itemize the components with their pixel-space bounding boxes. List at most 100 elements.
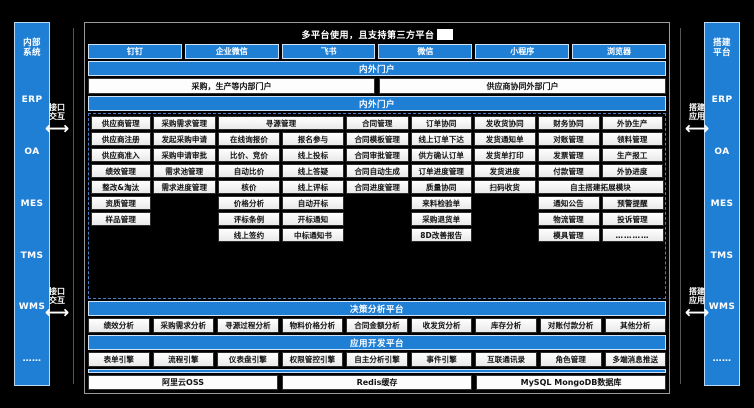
infra-database[interactable]: MySQL MongoDB数据库 (476, 375, 666, 390)
platform-feishu[interactable]: 飞书 (281, 44, 376, 59)
portal-external[interactable]: 供应商协同外部门户 (379, 78, 666, 94)
matrix-item[interactable]: 价格分析 (218, 196, 280, 210)
left-rail-item-wms[interactable]: WMS (18, 302, 46, 313)
matrix-item[interactable]: 生产报工 (601, 148, 663, 162)
matrix-item[interactable]: 报名参与 (282, 132, 344, 146)
platform-dingtalk[interactable]: 钉钉 (88, 44, 182, 59)
matrix-head-finance[interactable]: 财务协同 (537, 116, 600, 130)
matrix-item[interactable]: 绩效管理 (91, 164, 151, 178)
matrix-item[interactable]: 付款管理 (537, 164, 600, 178)
right-rail-item-mes[interactable]: MES (710, 198, 734, 209)
decision-section: 决策分析平台 绩效分析 采购需求分析 寻源过程分析 物料价格分析 合同金额分析 … (88, 301, 667, 333)
matrix-item[interactable]: 合同自动生成 (346, 164, 409, 178)
matrix-item[interactable]: 采购退货单 (410, 212, 472, 226)
decision-item[interactable]: 采购需求分析 (152, 318, 215, 333)
decision-item[interactable]: 寻源过程分析 (217, 318, 279, 333)
matrix-item[interactable]: 投诉管理 (601, 212, 664, 226)
matrix-item[interactable]: 合同模板管理 (346, 132, 409, 146)
matrix-item[interactable]: 供方确认订单 (410, 148, 472, 162)
decision-item[interactable]: 库存分析 (475, 318, 537, 333)
matrix-item[interactable]: 通知公告 (537, 196, 600, 210)
matrix-item[interactable]: 样品管理 (91, 212, 151, 226)
decision-item[interactable]: 绩效分析 (88, 318, 150, 333)
matrix-head-order[interactable]: 订单协同 (410, 116, 472, 130)
matrix-item[interactable]: 预警提醒 (601, 196, 664, 210)
platform-miniprogram[interactable]: 小程序 (475, 44, 570, 59)
matrix-item[interactable]: 在线询报价 (218, 132, 280, 146)
matrix-item[interactable]: 线上投标 (282, 148, 344, 162)
matrix-item[interactable]: 供应商准入 (91, 148, 151, 162)
infra-oss[interactable]: 阿里云OSS (88, 375, 278, 390)
matrix-item[interactable]: 发货进度 (474, 164, 536, 178)
matrix-item[interactable]: 采购申请审批 (152, 148, 216, 162)
matrix-item[interactable]: 订单进度管理 (410, 164, 472, 178)
right-rail-item-wms[interactable]: WMS (708, 302, 736, 313)
matrix-item[interactable]: 整改&淘汰 (91, 180, 151, 194)
platform-browser[interactable]: 浏览器 (572, 44, 666, 59)
matrix-head-contract[interactable]: 合同管理 (346, 116, 409, 130)
matrix-item[interactable]: 来料检验单 (410, 196, 472, 210)
decision-item[interactable]: 对账付款分析 (539, 318, 602, 333)
matrix-item[interactable]: 需求池管理 (152, 164, 216, 178)
connector-left-top: 接口交互 ⟷ (40, 103, 74, 137)
matrix-item[interactable]: 合同进度管理 (346, 180, 409, 194)
matrix-item[interactable]: 线上签约 (218, 228, 280, 242)
matrix-extend-head[interactable]: 自主搭建拓展模块 (537, 180, 664, 194)
matrix-item[interactable]: 质量协同 (410, 180, 472, 194)
matrix-item[interactable]: 线上订单下达 (410, 132, 472, 146)
matrix-head-supplier[interactable]: 供应商管理 (91, 116, 151, 130)
appdev-item[interactable]: 多端消息推送 (604, 352, 667, 367)
left-rail-item-oa[interactable]: OA (24, 147, 40, 158)
left-rail-item-tms[interactable]: TMS (20, 250, 44, 261)
matrix-item[interactable]: 需求进度管理 (152, 180, 216, 194)
matrix-item[interactable]: 自动比价 (218, 164, 280, 178)
portal-internal[interactable]: 采购，生产等内部门户 (88, 78, 375, 94)
matrix-item[interactable]: 扫码收货 (474, 180, 536, 194)
appdev-item[interactable]: 互联通讯录 (475, 352, 537, 367)
infra-redis[interactable]: Redis缓存 (282, 375, 472, 390)
platform-wechat[interactable]: 微信 (378, 44, 473, 59)
matrix-item[interactable]: 8D改善报告 (410, 228, 472, 242)
matrix-item[interactable]: 供应商注册 (91, 132, 151, 146)
matrix-item[interactable]: 核价 (218, 180, 280, 194)
matrix-item[interactable]: 评标条例 (218, 212, 280, 226)
decision-item[interactable]: 收发货分析 (410, 318, 473, 333)
appdev-item[interactable]: 流程引擎 (152, 352, 215, 367)
matrix-head-outsourcing[interactable]: 外协生产 (601, 116, 663, 130)
left-rail-item-erp[interactable]: ERP (21, 95, 43, 106)
platform-wecom[interactable]: 企业微信 (184, 44, 279, 59)
appdev-item[interactable]: 事件引擎 (410, 352, 473, 367)
matrix-item[interactable]: 模具管理 (537, 228, 600, 242)
right-rail-item-tms[interactable]: TMS (710, 250, 734, 261)
matrix-item[interactable]: 资质管理 (91, 196, 151, 210)
matrix-item[interactable]: 线上答疑 (282, 164, 344, 178)
decision-item[interactable]: 其他分析 (604, 318, 667, 333)
matrix-item[interactable]: 发票管理 (537, 148, 600, 162)
appdev-item[interactable]: 仪表盘引擎 (217, 352, 279, 367)
matrix-item[interactable]: 比价、竞价 (218, 148, 280, 162)
matrix-item[interactable]: 自动开标 (282, 196, 344, 210)
left-rail-item-mes[interactable]: MES (20, 198, 44, 209)
appdev-item[interactable]: 自主分析引擎 (346, 352, 408, 367)
matrix-item[interactable]: 发货通知单 (474, 132, 536, 146)
decision-item[interactable]: 物料价格分析 (281, 318, 344, 333)
matrix-item[interactable]: 开标通知 (282, 212, 344, 226)
matrix-item[interactable]: 发货单打印 (474, 148, 536, 162)
matrix-item[interactable]: 合同审批管理 (346, 148, 409, 162)
decision-item[interactable]: 合同金额分析 (346, 318, 408, 333)
appdev-item[interactable]: 权限管控引擎 (281, 352, 344, 367)
right-rail-item-erp[interactable]: ERP (711, 95, 733, 106)
appdev-item[interactable]: 角色管理 (539, 352, 602, 367)
matrix-head-sourcing[interactable]: 寻源管理 (218, 116, 344, 130)
matrix-item[interactable]: 发起采购申请 (152, 132, 216, 146)
matrix-item[interactable]: 领料管理 (601, 132, 663, 146)
matrix-head-demand[interactable]: 采购需求管理 (152, 116, 216, 130)
matrix-head-delivery[interactable]: 发收货协同 (474, 116, 536, 130)
right-rail-item-oa[interactable]: OA (714, 147, 730, 158)
matrix-item[interactable]: 物流管理 (537, 212, 600, 226)
matrix-item[interactable]: 对账管理 (537, 132, 600, 146)
matrix-item[interactable]: 中标通知书 (282, 228, 344, 242)
appdev-item[interactable]: 表单引擎 (88, 352, 150, 367)
matrix-item[interactable]: 外协进度 (601, 164, 663, 178)
matrix-item[interactable]: 线上评标 (282, 180, 344, 194)
